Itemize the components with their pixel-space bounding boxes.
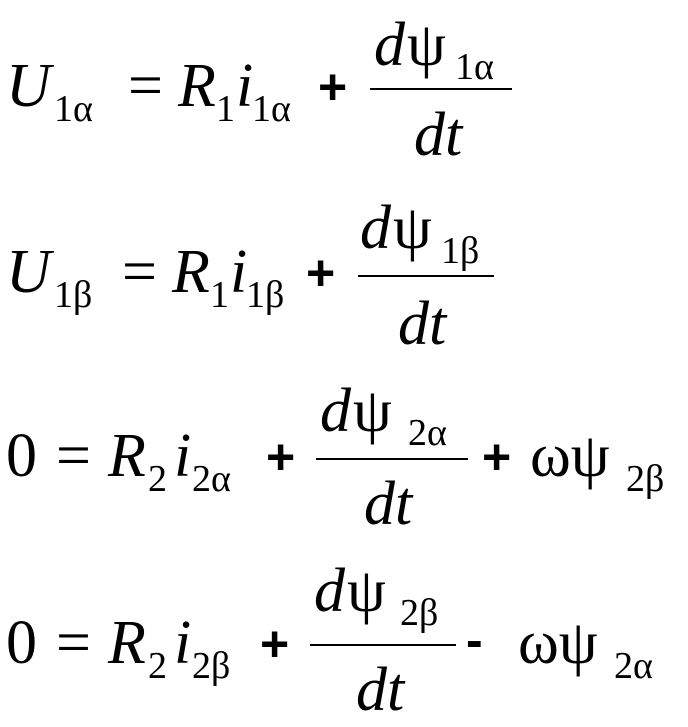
numerator-d: d (360, 194, 391, 262)
minus-operator: - (466, 612, 483, 668)
denominator: dt (414, 101, 463, 169)
current-subscript: 2α (192, 458, 231, 500)
resistance-symbol: R (108, 422, 146, 490)
equals-sign: = (122, 238, 157, 306)
resistance-subscript: 1 (210, 274, 229, 316)
fraction-bar (316, 458, 468, 460)
plus-operator: + (318, 59, 348, 115)
current-symbol: i (174, 609, 192, 677)
plus-operator-2: + (482, 429, 512, 485)
lhs-zero: 0 (6, 422, 37, 490)
resistance-subscript: 2 (148, 645, 167, 687)
resistance-symbol: R (108, 609, 146, 677)
omega-psi-subscript: 2β (626, 458, 665, 500)
current-symbol: i (174, 422, 192, 490)
numerator-subscript: 1β (441, 230, 480, 272)
denominator: dt (364, 470, 413, 538)
fraction-bar (310, 644, 456, 646)
current-subscript: 1α (252, 88, 291, 130)
numerator-psi: ψ (393, 194, 432, 262)
numerator-d: d (314, 557, 345, 625)
numerator-d: d (374, 11, 405, 79)
lhs-symbol: U (6, 238, 51, 306)
numerator-subscript: 1α (455, 46, 494, 88)
lhs-subscript: 1α (54, 88, 93, 130)
fraction-bar (370, 88, 512, 90)
numerator-subscript: 2α (408, 412, 447, 454)
resistance-subscript: 1 (216, 88, 235, 130)
current-symbol: i (230, 238, 248, 306)
current-symbol: i (236, 52, 254, 120)
current-subscript: 2β (192, 645, 231, 687)
denominator: dt (398, 290, 447, 358)
lhs-zero: 0 (6, 609, 37, 677)
equals-sign: = (128, 52, 163, 120)
numerator-d: d (320, 377, 351, 445)
equals-sign: = (56, 609, 91, 677)
plus-operator: + (306, 245, 336, 301)
omega-psi-term: ωψ (530, 422, 610, 490)
omega-psi-subscript: 2α (614, 645, 653, 687)
numerator-psi: ψ (353, 377, 392, 445)
resistance-symbol: R (178, 52, 216, 120)
plus-operator: + (266, 429, 296, 485)
equals-sign: = (56, 422, 91, 490)
current-subscript: 1β (246, 274, 285, 316)
numerator-subscript: 2β (400, 592, 439, 634)
lhs-symbol: U (6, 52, 51, 120)
resistance-subscript: 2 (148, 458, 167, 500)
omega-psi-term: ωψ (518, 609, 598, 677)
fraction-bar (358, 275, 494, 277)
resistance-symbol: R (172, 238, 210, 306)
denominator: dt (356, 656, 405, 724)
lhs-subscript: 1β (54, 274, 93, 316)
numerator-psi: ψ (347, 557, 386, 625)
numerator-psi: ψ (407, 11, 446, 79)
plus-operator: + (260, 616, 290, 672)
